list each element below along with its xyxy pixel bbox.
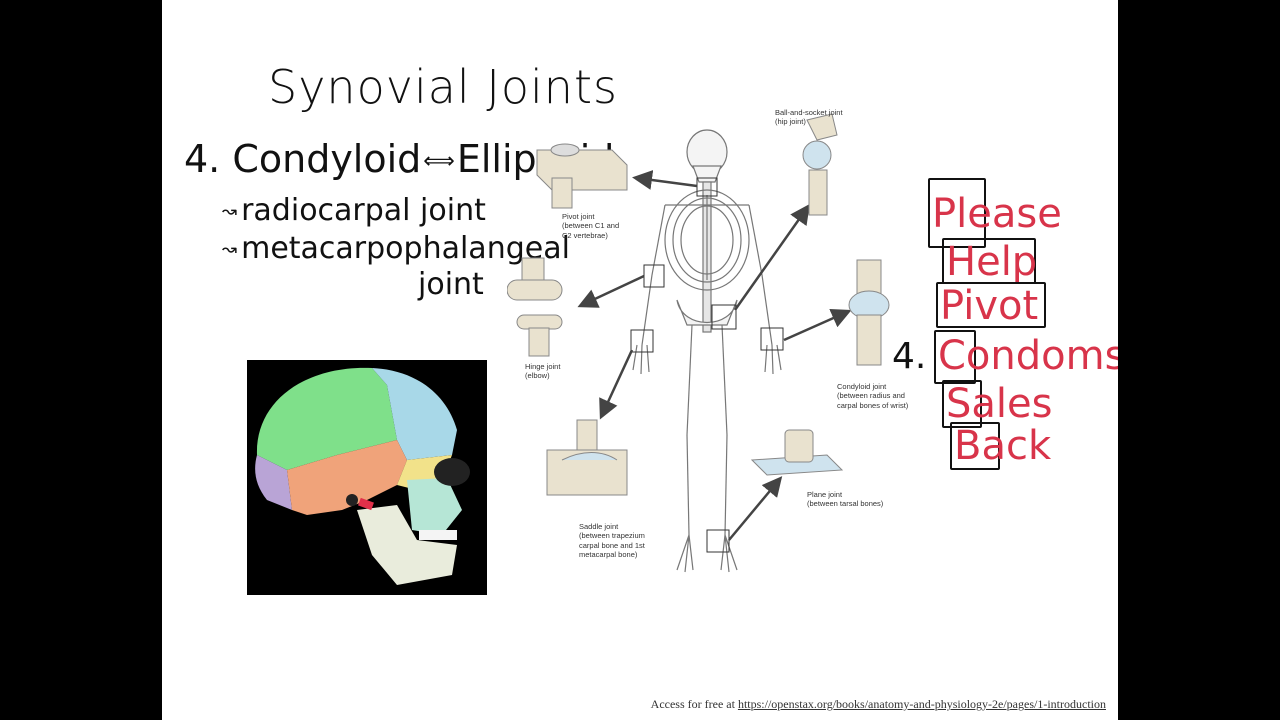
label-condyloid-joint: Condyloid joint (between radius and carp…: [837, 382, 909, 410]
mnemonic-box: [928, 178, 986, 248]
synovial-joints-diagram: Pivot joint (between C1 and C2 vertebrae…: [506, 100, 927, 590]
mnemonic-box: [934, 330, 976, 384]
label-plane-joint: Plane joint (between tarsal bones): [807, 490, 884, 509]
attribution-prefix: Access for free at: [650, 697, 738, 711]
notes-line-metacarpo: ↝metacarpophalangeal: [222, 234, 570, 264]
label-ball-socket-joint: Ball-and-socket joint (hip joint): [775, 108, 843, 127]
squiggle-arrow-icon: ↝: [222, 200, 238, 222]
mnemonic-box: [942, 380, 982, 428]
mnemonic-word-1: Please: [932, 191, 1062, 237]
openstax-link[interactable]: https://openstax.org/books/anatomy-and-p…: [737, 697, 1106, 711]
condyloid-text: 4. Condyloid: [184, 137, 422, 181]
mnemonic-word-4: Condoms: [938, 333, 1118, 379]
mnemonic-box: [950, 422, 1000, 470]
notes-title: Synovial Joints: [268, 60, 618, 114]
squiggle-arrow-icon: ↝: [222, 238, 238, 260]
label-saddle-joint: Saddle joint (between trapezium carpal b…: [579, 522, 645, 560]
skeleton-diagram: [506, 113, 890, 573]
radiocarpal-text: radiocarpal joint: [241, 193, 486, 228]
metacarpo-text: metacarpophalangeal: [241, 231, 570, 266]
notes-line-radiocarpal: ↝radiocarpal joint: [222, 196, 486, 226]
mnemonic-list: Please Help Pivot 4. Condoms Sales Back: [892, 160, 1118, 480]
notes-line-joint: joint: [418, 267, 484, 302]
double-arrow-icon: ⟺: [423, 148, 455, 174]
label-pivot-joint: Pivot joint (between C1 and C2 vertebrae…: [562, 212, 620, 240]
mnemonic-word-5: Sales: [946, 381, 1053, 427]
mnemonic-number: 4.: [892, 336, 927, 377]
mnemonic-box: [936, 282, 1046, 328]
mnemonic-word-2: Help: [946, 239, 1038, 285]
attribution-footer: Access for free at https://openstax.org/…: [651, 697, 1106, 712]
skull-illustration: [247, 360, 487, 595]
mnemonic-word-6: Back: [954, 423, 1052, 469]
label-hinge-joint: Hinge joint (elbow): [525, 362, 561, 381]
whiteboard: Synovial Joints 4. Condyloid⟺Ellipsoid ↝…: [162, 0, 1118, 720]
skull-photo: [247, 360, 487, 595]
mnemonic-word-3: Pivot: [940, 283, 1039, 329]
